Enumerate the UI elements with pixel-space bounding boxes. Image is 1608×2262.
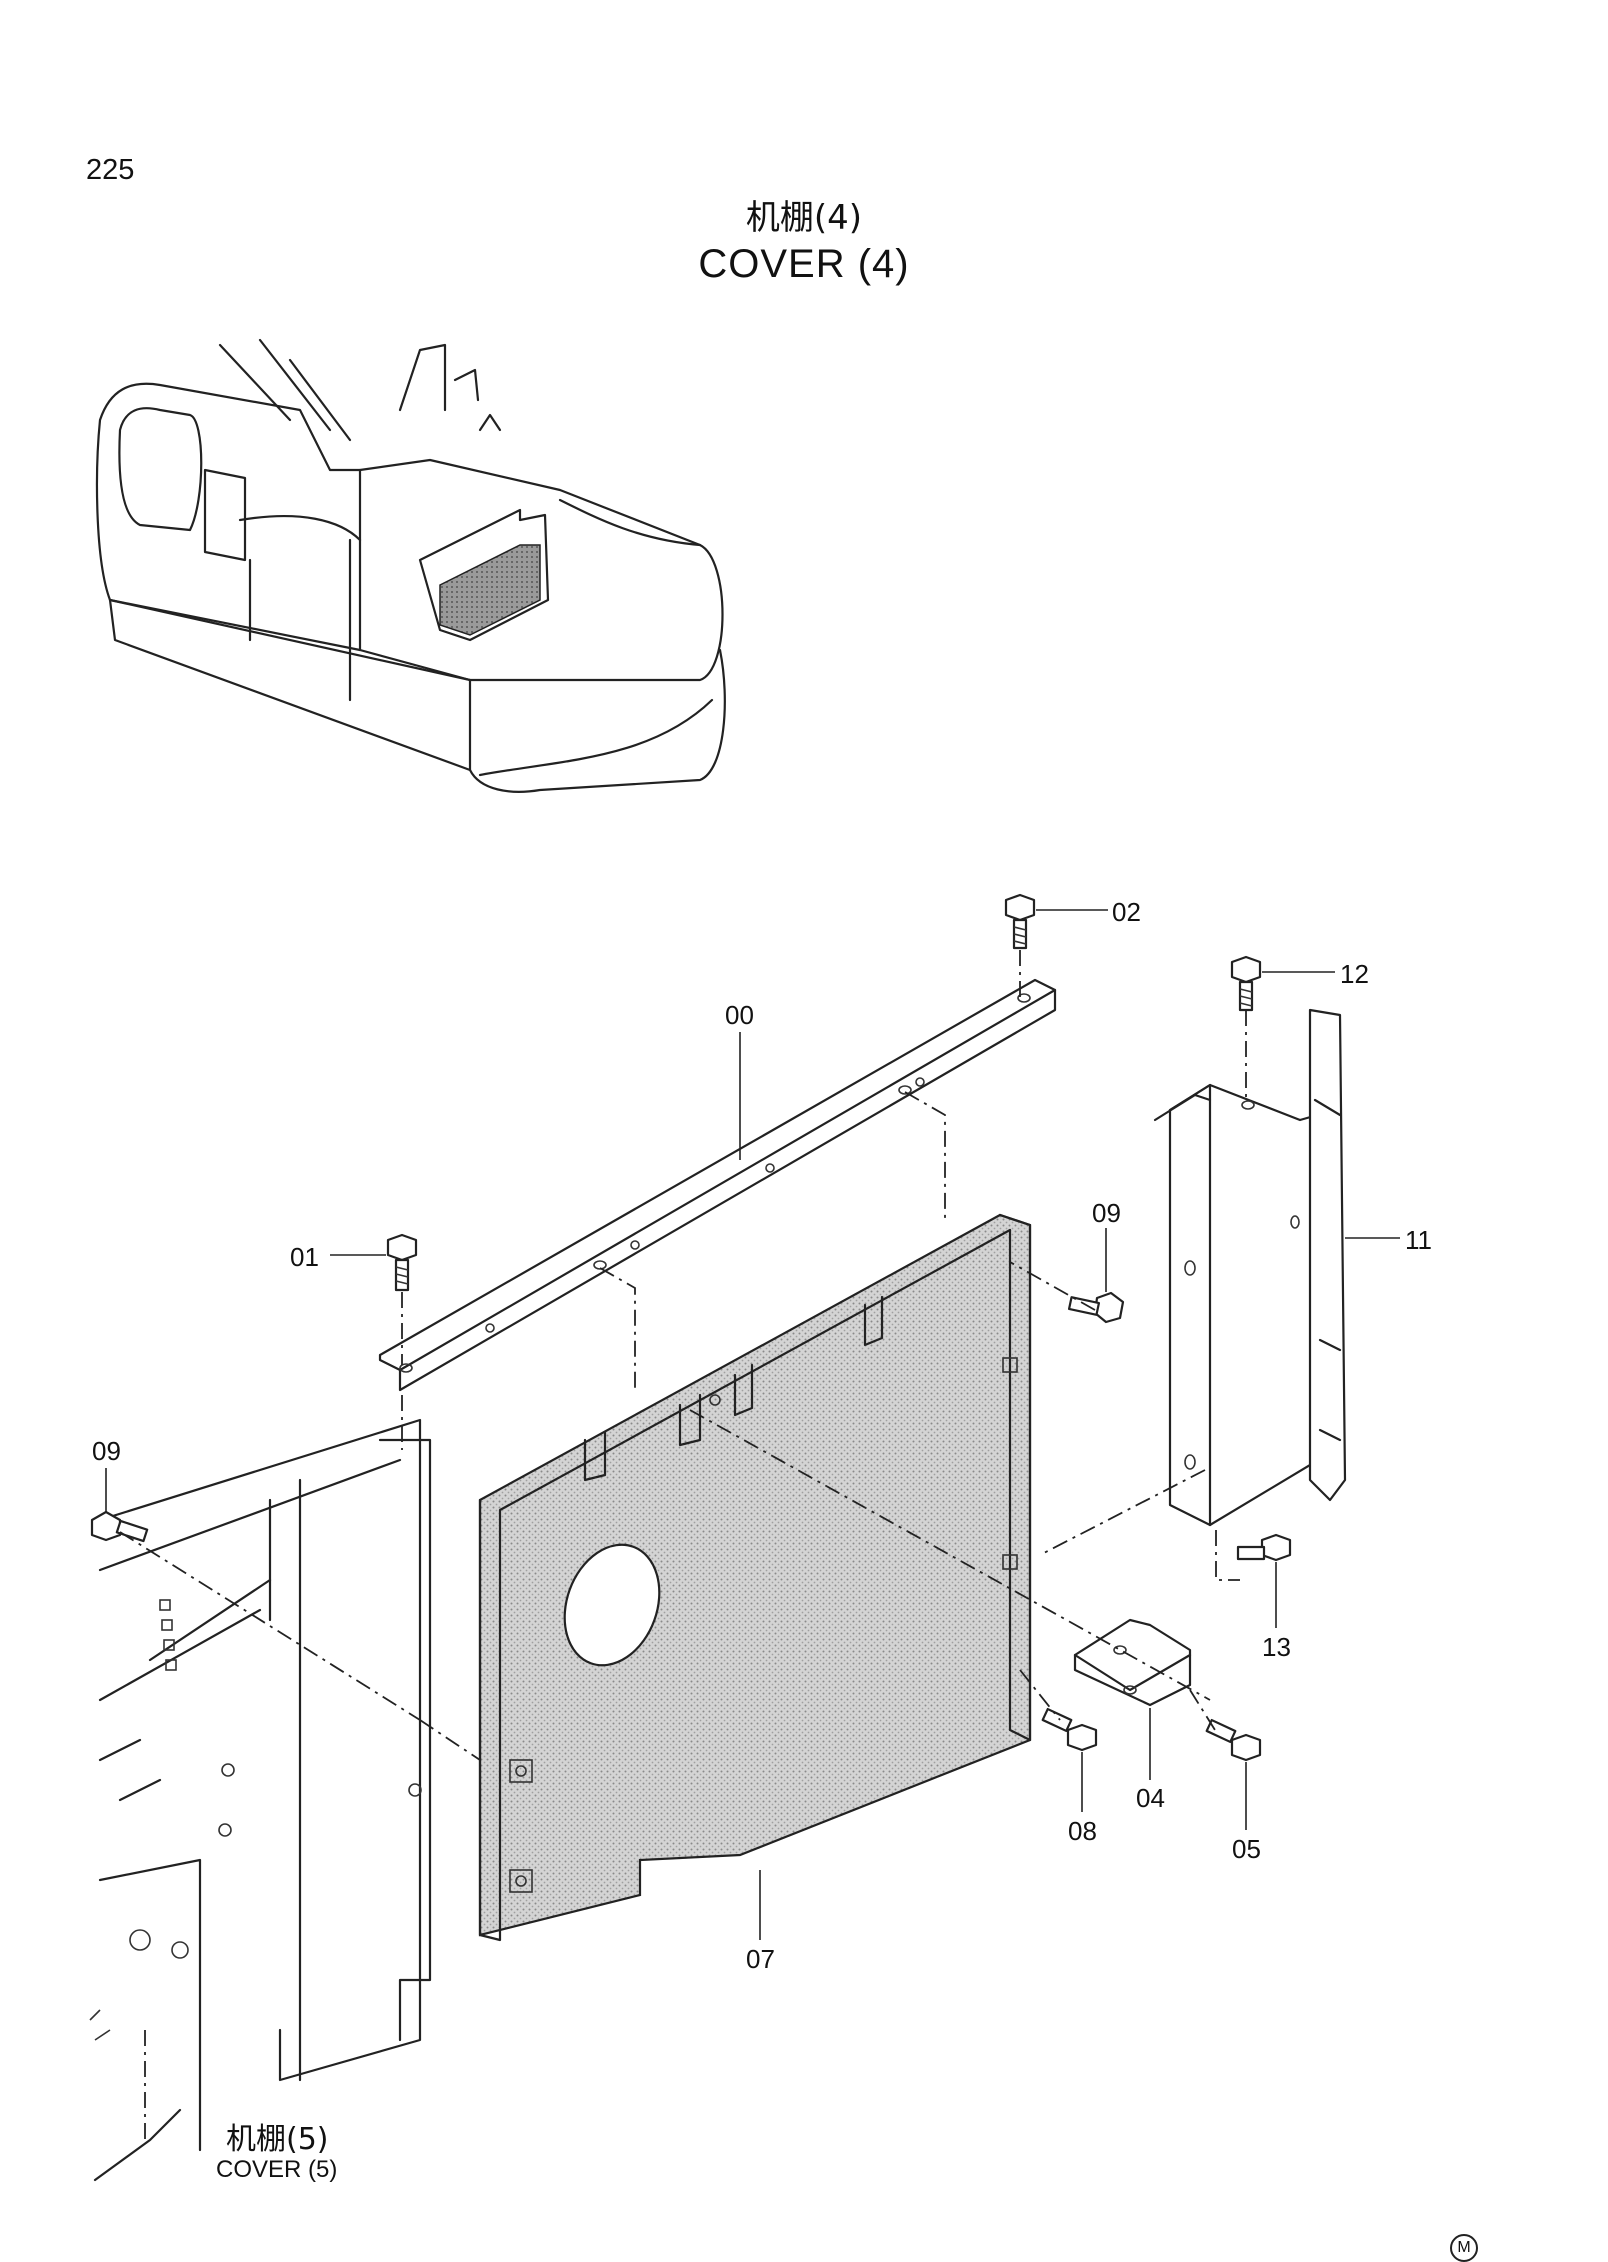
side-panel-11 <box>1153 1008 1347 1527</box>
bolt-01 <box>386 1233 418 1292</box>
callout-08: 08 <box>1068 1816 1097 1846</box>
circled-m-mark: M <box>1450 2234 1478 2262</box>
machine-overview-illustration <box>95 338 726 793</box>
callout-12: 12 <box>1340 959 1369 989</box>
bolt-09-left <box>90 1510 149 1543</box>
callout-05: 05 <box>1232 1834 1261 1864</box>
callout-09-right: 09 <box>1092 1198 1121 1228</box>
bracket-04 <box>1073 1618 1192 1707</box>
bolt-13 <box>1236 1533 1292 1562</box>
title-english: COVER (4) <box>698 242 910 286</box>
bolt-02 <box>1004 893 1036 950</box>
callout-01: 01 <box>290 1242 319 1272</box>
callout-02: 02 <box>1112 897 1141 927</box>
reference-label-chinese: 机棚(5) <box>226 2122 329 2157</box>
callout-09-left: 09 <box>92 1436 121 1466</box>
top-rail-00 <box>378 978 1057 1392</box>
callout-00: 00 <box>725 1000 754 1030</box>
bolt-08 <box>1041 1707 1098 1752</box>
callout-07: 07 <box>746 1944 775 1974</box>
page-number: 225 <box>86 154 135 186</box>
title-chinese: 机棚(4) <box>745 198 863 238</box>
bolt-12 <box>1230 955 1262 1012</box>
callout-04: 04 <box>1136 1783 1165 1813</box>
cover-panel-07 <box>478 1213 1032 1942</box>
bolt-05 <box>1205 1718 1262 1762</box>
callout-13: 13 <box>1262 1632 1291 1662</box>
reference-label-english: COVER (5) <box>216 2156 338 2183</box>
callout-11: 11 <box>1405 1225 1432 1255</box>
leader-lines <box>105 909 1400 1940</box>
bolt-09-right <box>1067 1291 1125 1324</box>
assembly-lines <box>119 950 1247 1761</box>
